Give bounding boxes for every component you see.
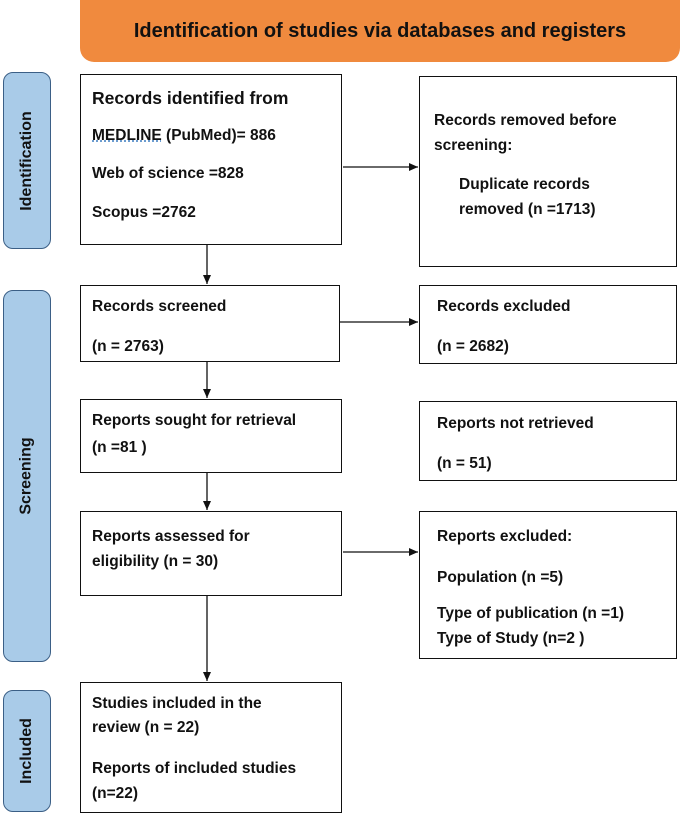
- phase-included: Included: [3, 690, 51, 812]
- reports-not-retrieved-title: Reports not retrieved: [437, 415, 594, 432]
- records-excluded-box: Records excluded (n = 2682): [419, 285, 677, 364]
- excluded-study-type: Type of Study (n=2 ): [437, 630, 585, 647]
- phase-identification: Identification: [3, 72, 51, 249]
- excluded-publication-type: Type of publication (n =1): [437, 605, 625, 622]
- reports-sought-box: Reports sought for retrieval (n =81 ): [80, 399, 342, 473]
- studies-included-box: Studies included in the review (n = 22) …: [80, 682, 342, 813]
- records-screened-title: Records screened: [92, 298, 227, 315]
- scopus-count: Scopus =2762: [92, 204, 196, 221]
- reports-sought-title: Reports sought for retrieval: [92, 412, 297, 429]
- phase-screening: Screening: [3, 290, 51, 662]
- reports-included-2: (n=22): [92, 785, 139, 802]
- records-identified-box: Records identified from MEDLINE (PubMed)…: [80, 74, 342, 245]
- header-banner: Identification of studies via databases …: [80, 0, 680, 62]
- reports-sought-n: (n =81 ): [92, 439, 147, 456]
- medline-value: (PubMed)= 886: [161, 127, 276, 144]
- records-screened-n: (n = 2763): [92, 338, 164, 355]
- excluded-population: Population (n =5): [437, 569, 564, 586]
- medline-count: MEDLINE (PubMed)= 886: [92, 126, 276, 146]
- records-excluded-title: Records excluded: [437, 298, 571, 315]
- reports-excluded-title: Reports excluded:: [437, 528, 573, 545]
- reports-not-retrieved-n: (n = 51): [437, 455, 492, 472]
- records-removed-title-1: Records removed before: [434, 112, 617, 129]
- records-removed-title-2: screening:: [434, 137, 513, 154]
- records-removed-box: Records removed before screening: Duplic…: [419, 76, 677, 267]
- records-screened-box: Records screened (n = 2763): [80, 285, 340, 362]
- reports-not-retrieved-box: Reports not retrieved (n = 51): [419, 401, 677, 481]
- medline-label: MEDLINE: [92, 127, 162, 144]
- reports-included-1: Reports of included studies: [92, 760, 297, 777]
- duplicates-2: removed (n =1713): [459, 201, 596, 218]
- reports-assessed-box: Reports assessed for eligibility (n = 30…: [80, 511, 342, 596]
- reports-assessed-1: Reports assessed for: [92, 528, 250, 545]
- records-excluded-n: (n = 2682): [437, 338, 509, 355]
- studies-included-2: review (n = 22): [92, 719, 200, 736]
- reports-excluded-box: Reports excluded: Population (n =5) Type…: [419, 511, 677, 659]
- wos-count: Web of science =828: [92, 165, 244, 182]
- reports-assessed-2: eligibility (n = 30): [92, 553, 219, 570]
- duplicates-1: Duplicate records: [459, 176, 590, 193]
- header-title: Identification of studies via databases …: [133, 19, 627, 42]
- studies-included-1: Studies included in the: [92, 695, 262, 712]
- records-identified-title: Records identified from: [92, 88, 289, 108]
